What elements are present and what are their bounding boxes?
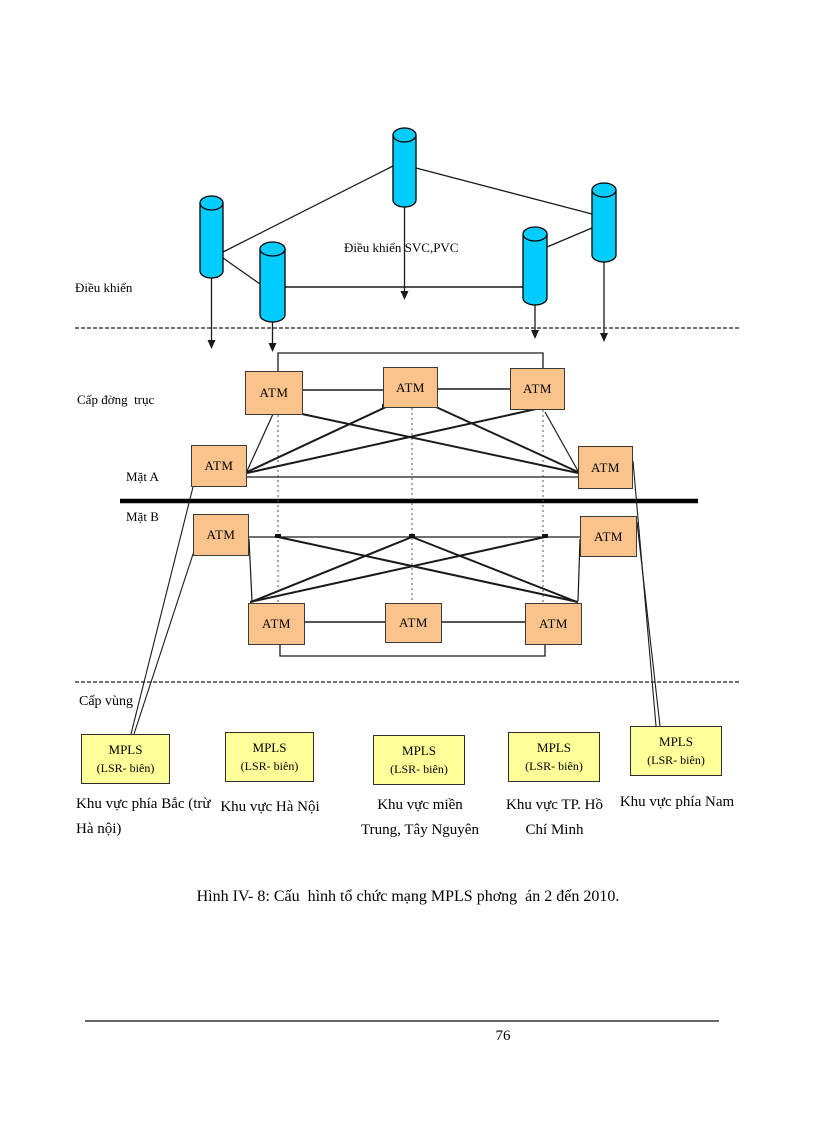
atm-box-bottom-1: ATM [248,603,305,645]
atm-box-bottom-3: ATM [525,603,582,645]
mpls-box-1-title: MPLS [108,741,143,757]
region-label-3: Khu vực miền Trung, Tây Nguyên [361,797,479,838]
mpls-box-4-title: MPLS [537,739,571,755]
control-cylinders [199,127,617,323]
link-c1-c2 [222,257,261,285]
svc-pvc-label: Điều khiển SVC,PVC [344,240,459,255]
atm-box-top-1: ATM [245,371,303,415]
plane-a-mesh [246,406,579,478]
control-cylinder-2 [259,241,286,323]
link-c1-c3 [222,165,394,253]
arrowheads [207,291,608,352]
region-label-1: Khu vực phía Bắc (trừ Hà nội) [76,796,211,837]
atm-box-plane-b-left: ATM [193,514,249,556]
mpls-box-3-subtitle: (LSR- biên) [390,761,448,776]
page-number: 76 [495,1028,511,1044]
region-label-2: Khu vực Hà Nội [220,799,320,815]
atm-box-bottom-2: ATM [385,603,442,643]
mpls-box-1: MPLS (LSR- biên) [81,734,170,784]
atm-box-plane-b-right: ATM [580,516,637,557]
atm-box-top-3: ATM [510,368,565,410]
mpls-box-4: MPLS (LSR- biên) [508,732,600,782]
mpls-box-3-title: MPLS [402,742,436,758]
control-layer-label: Điều khiển [75,280,133,295]
figure-caption: Hình IV- 8: Cấu hình tổ chức mạng MPLS p… [196,888,620,905]
region-label-4: Khu vực TP. Hồ Chí Minh [505,797,604,838]
plane-a-label: Mặt A [126,469,159,484]
atm-box-plane-a-left: ATM [191,445,247,487]
mpls-box-4-subtitle: (LSR- biên) [525,758,583,773]
link-c3-c5 [415,167,593,215]
plane-b-mesh [248,536,581,603]
mpls-box-2-title: MPLS [252,739,287,755]
mpls-box-2-subtitle: (LSR- biên) [240,758,299,773]
mpls-box-5-title: MPLS [659,733,693,749]
control-cylinder-3 [392,127,417,208]
bottom-ring-connector [279,645,546,657]
region-label-5: Khu vực phía Nam [619,794,735,810]
backbone-layer-label: Cấp đờng trục [77,392,155,407]
mpls-box-3: MPLS (LSR- biên) [373,735,465,785]
mpls-box-2: MPLS (LSR- biên) [225,732,314,782]
atm-box-top-2: ATM [383,367,438,408]
atm-box-plane-a-right: ATM [578,446,633,489]
region-layer-label: Cấp vùng [79,694,134,709]
control-cylinder-5 [591,182,617,263]
control-cylinder-1 [199,195,224,279]
top-ring-connector [277,352,544,371]
plane-b-label: Mặt B [126,509,159,524]
link-c4-c5 [546,227,593,248]
mpls-box-5: MPLS (LSR- biên) [630,726,722,776]
mpls-box-1-subtitle: (LSR- biên) [96,760,155,775]
mpls-box-5-subtitle: (LSR- biên) [647,752,705,767]
control-cylinder-4 [522,226,548,306]
